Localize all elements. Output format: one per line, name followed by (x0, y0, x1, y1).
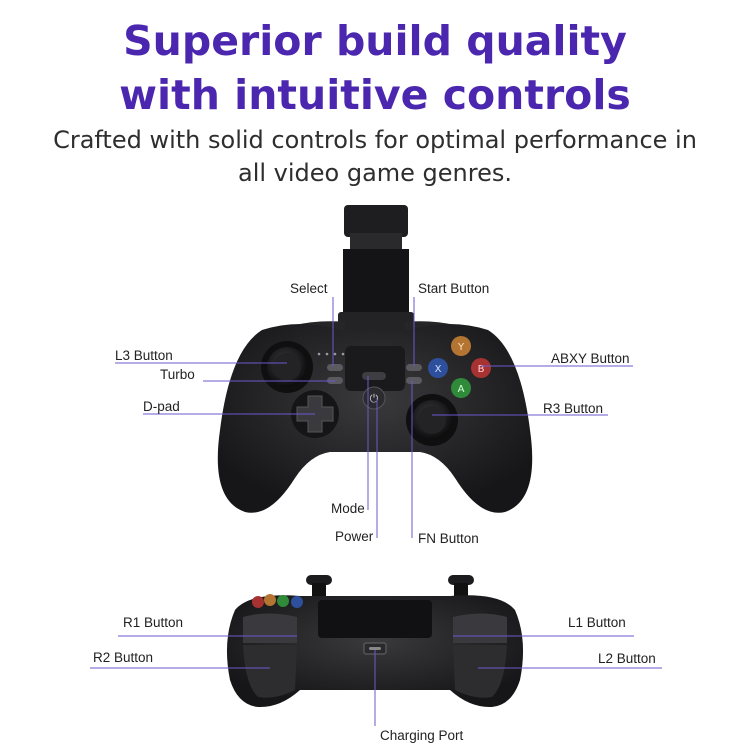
face-button-y[interactable] (451, 336, 471, 356)
face-button-b[interactable] (471, 358, 491, 378)
face-buttons: X Y A B (428, 336, 491, 398)
face-button-b-glyph: B (478, 364, 485, 375)
mode-switch[interactable] (362, 372, 386, 380)
label-power: Power (335, 529, 374, 544)
label-dpad: D-pad (143, 399, 180, 414)
label-turbo: Turbo (160, 367, 195, 382)
l1-button[interactable] (453, 613, 507, 644)
r1-button[interactable] (243, 613, 297, 644)
label-l2-button: L2 Button (598, 651, 656, 666)
face-button-x[interactable] (428, 358, 448, 378)
label-fn-button: FN Button (418, 531, 479, 546)
face-button-y-glyph: Y (457, 342, 465, 353)
fn-button[interactable] (406, 377, 422, 384)
subheadline-line-2: all video game genres. (237, 159, 513, 187)
phone-clamp-top (344, 205, 408, 237)
select-button[interactable] (327, 364, 343, 371)
face-button-a-glyph: A (458, 384, 465, 395)
face-button-a[interactable] (451, 378, 471, 398)
front-controller: ⏻ X Y A B (217, 205, 533, 513)
headline-line-1: Superior build quality (123, 17, 627, 65)
label-r2-button: R2 Button (93, 650, 154, 665)
label-l1-button: L1 Button (568, 615, 626, 630)
label-r3-button: R3 Button (543, 401, 604, 416)
face-button-x-glyph: X (435, 364, 442, 375)
subheadline-line-1: Crafted with solid controls for optimal … (53, 126, 697, 154)
label-mode: Mode (331, 501, 365, 516)
left-stick[interactable] (261, 341, 313, 393)
power-button[interactable]: ⏻ (362, 386, 386, 410)
phone-clamp-arm (343, 249, 409, 319)
leader-lines (90, 297, 662, 726)
headline-line-2: with intuitive controls (119, 71, 631, 119)
label-charging-port: Charging Port (380, 728, 464, 743)
l2-trigger[interactable] (453, 645, 507, 698)
label-l3-button: L3 Button (115, 348, 173, 363)
power-icon: ⏻ (370, 392, 379, 405)
r2-trigger[interactable] (243, 645, 297, 698)
label-start-button: Start Button (418, 281, 490, 296)
start-button[interactable] (406, 364, 422, 371)
right-stick[interactable] (406, 394, 458, 446)
label-select: Select (290, 281, 328, 296)
label-r1-button: R1 Button (123, 615, 184, 630)
label-abxy-button: ABXY Button (551, 351, 630, 366)
